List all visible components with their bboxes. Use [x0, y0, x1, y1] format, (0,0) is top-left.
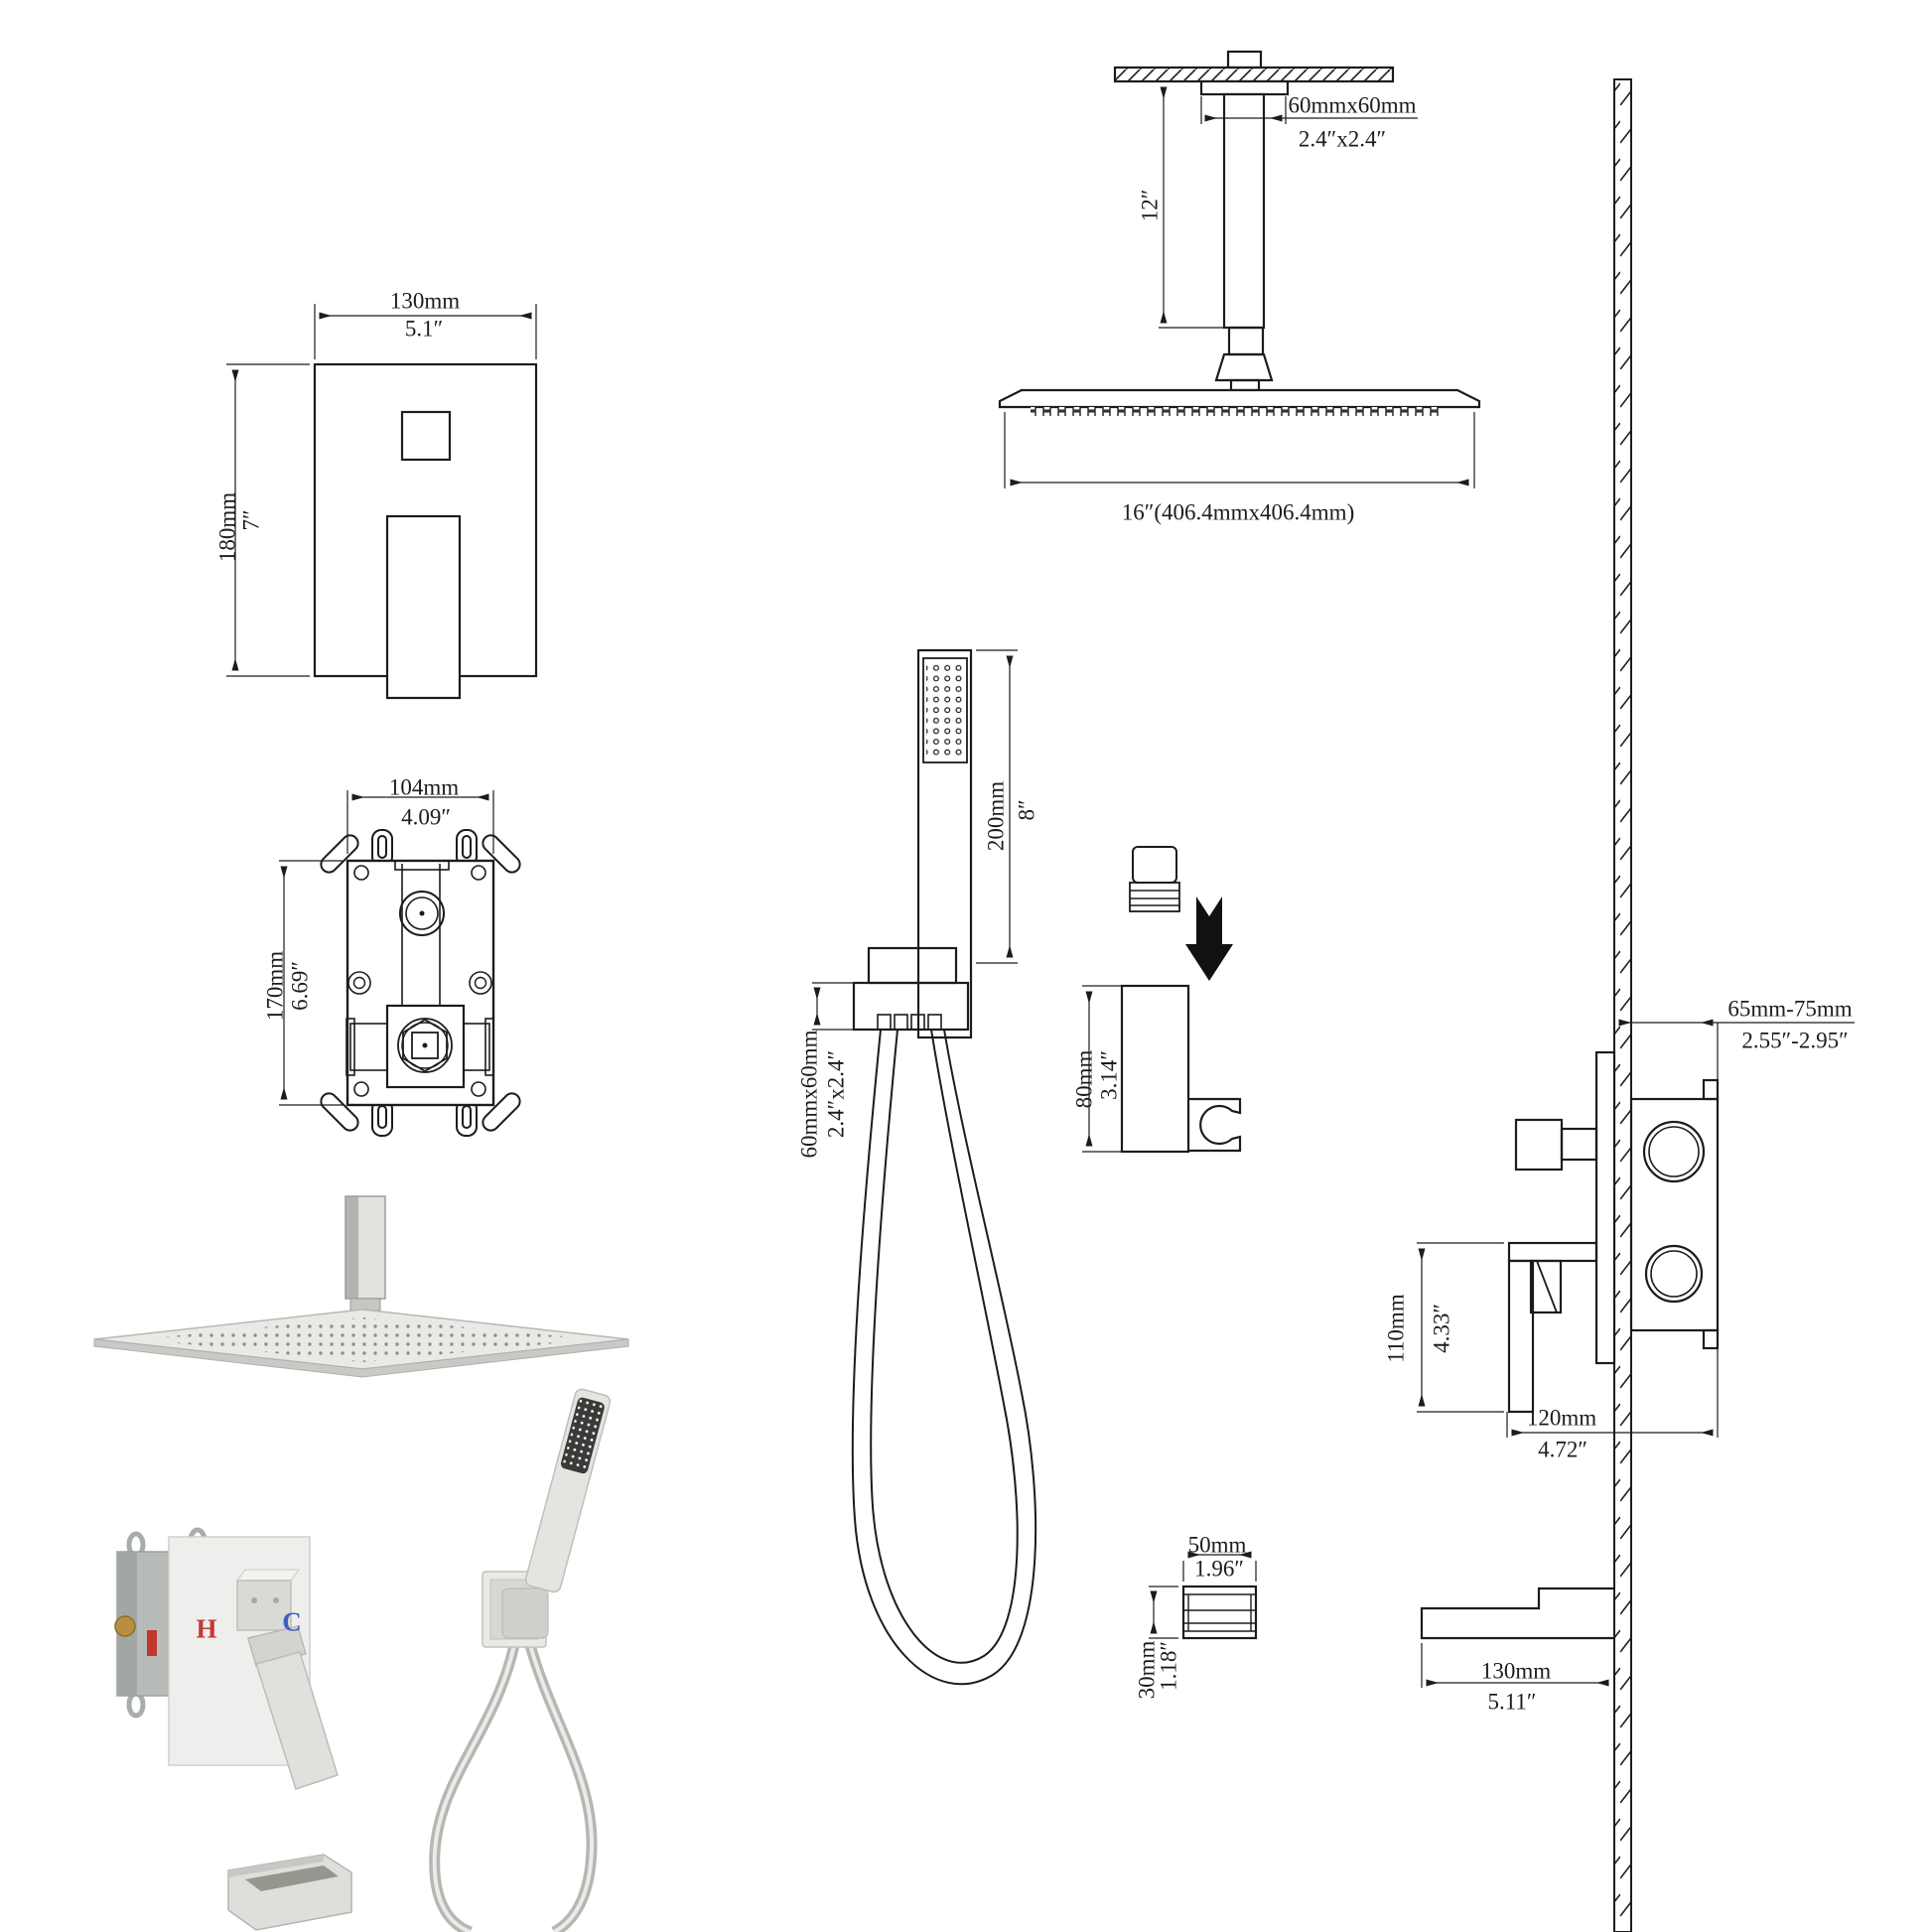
spoutend-height-mm-label: 30mm: [1134, 1640, 1160, 1700]
rough-in-valve-view: [279, 790, 521, 1137]
hand-shower-view: [812, 648, 1037, 1686]
roughin-height-in-label: 6.69″: [287, 961, 313, 1011]
trim-height-mm-label: 180mm: [214, 491, 240, 563]
roughin-height-mm-label: 170mm: [262, 950, 288, 1022]
valve-wall-section-view: [1417, 1019, 1855, 1688]
roughin-width-in-label: 4.09″: [401, 804, 451, 830]
spoutend-width-mm-label: 50mm: [1187, 1532, 1247, 1558]
trim-width-mm-label: 130mm: [389, 288, 461, 314]
spoutend-height-in-label: 1.18″: [1156, 1641, 1181, 1691]
render-waterfall-spout: [227, 1854, 352, 1931]
spout-end-view: [1149, 1551, 1258, 1640]
render-valve-trim: [114, 1527, 339, 1790]
valve-width-mm-label: 120mm: [1526, 1405, 1597, 1431]
trim-height-in-label: 7″: [238, 509, 264, 531]
render-hand-shower-with-holder: [429, 1388, 612, 1932]
trim-front-view: [226, 304, 538, 700]
bracket-size-in-label: 2.4″x2.4″: [823, 1049, 849, 1139]
bracket-size-mm-label: 60mmx60mm: [796, 1030, 822, 1159]
wand-length-mm-label: 200mm: [983, 780, 1009, 852]
arm-section-mm-label: 60mmx60mm: [1288, 92, 1417, 118]
cold-water-marking: C: [282, 1606, 302, 1637]
handle-height-mm-label: 110mm: [1383, 1294, 1409, 1363]
spout-reach-mm-label: 130mm: [1480, 1658, 1552, 1684]
holder-height-in-label: 3.14″: [1096, 1050, 1122, 1100]
arm-length-label: 12″: [1137, 189, 1163, 222]
trim-width-in-label: 5.1″: [404, 316, 444, 342]
roughin-width-mm-label: 104mm: [388, 774, 460, 800]
wall-section-strip: [1613, 78, 1632, 1932]
holder-and-connector-view: [1082, 846, 1242, 1154]
spoutend-width-in-label: 1.96″: [1194, 1556, 1244, 1582]
wall-depth-mm-label: 65mm-75mm: [1727, 996, 1853, 1022]
wall-depth-in-label: 2.55″-2.95″: [1741, 1028, 1849, 1053]
ceiling-shower-side-view: [998, 50, 1481, 488]
render-ceiling-shower-head: [93, 1195, 629, 1378]
wand-length-in-label: 8″: [1014, 799, 1039, 821]
head-size-label: 16″(406.4mmx406.4mm): [1121, 499, 1355, 525]
install-direction-arrow-icon: [1185, 897, 1233, 981]
valve-width-in-label: 4.72″: [1538, 1437, 1587, 1462]
arm-section-in-label: 2.4″x2.4″: [1298, 126, 1387, 152]
holder-height-mm-label: 80mm: [1071, 1049, 1097, 1109]
handle-height-in-label: 4.33″: [1429, 1304, 1454, 1353]
hot-water-marking: H: [196, 1613, 217, 1644]
spout-reach-in-label: 5.11″: [1487, 1689, 1537, 1715]
